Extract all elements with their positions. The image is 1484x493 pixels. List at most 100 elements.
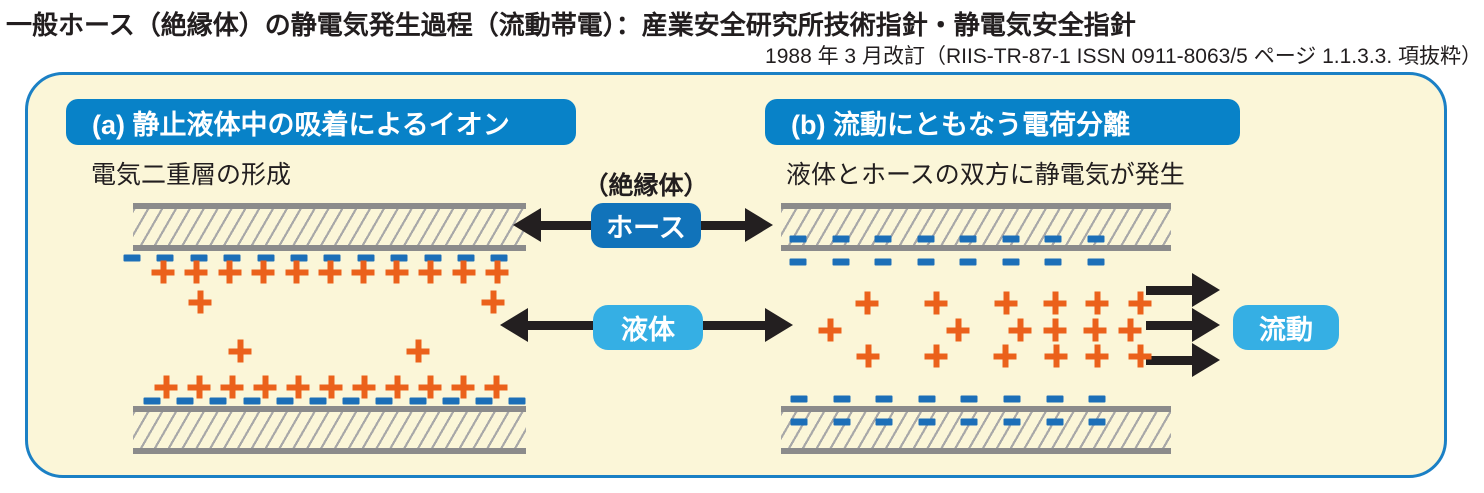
panel-b-header: (b) 流動にともなう電荷分離 bbox=[765, 99, 1240, 145]
plus-charge bbox=[1085, 344, 1109, 368]
diagram-box: (a) 静止液体中の吸着によるイオン (b) 流動にともなう電荷分離 電気二重層… bbox=[25, 72, 1447, 478]
minus-charge bbox=[123, 254, 141, 262]
hose-arrow-left-icon bbox=[513, 208, 591, 242]
arrow-head bbox=[765, 308, 793, 342]
plus-charge bbox=[1008, 318, 1032, 342]
minus-charge bbox=[176, 397, 194, 405]
plus-charge bbox=[452, 260, 476, 284]
plus-charge bbox=[385, 260, 409, 284]
minus-charge bbox=[209, 397, 227, 405]
plus-charge bbox=[251, 260, 275, 284]
arrow-shaft bbox=[541, 220, 591, 230]
minus-charge bbox=[832, 258, 849, 266]
minus-charge bbox=[442, 397, 460, 405]
plus-charge bbox=[187, 375, 211, 399]
minus-charge bbox=[1003, 395, 1021, 403]
minus-charge bbox=[1088, 395, 1106, 403]
figure-subtitle: 1988 年 3 月改訂（RIIS-TR-87-1 ISSN 0911-8063… bbox=[765, 45, 1482, 68]
minus-charge bbox=[276, 397, 294, 405]
minus-charge bbox=[1002, 258, 1019, 266]
minus-charge bbox=[457, 254, 475, 262]
plus-charge bbox=[319, 375, 343, 399]
plus-charge bbox=[418, 375, 442, 399]
minus-charge bbox=[790, 395, 808, 403]
minus-charge bbox=[508, 397, 526, 405]
minus-charge bbox=[143, 397, 161, 405]
plus-charge bbox=[818, 318, 842, 342]
minus-charge bbox=[342, 397, 360, 405]
minus-charge bbox=[1044, 258, 1062, 266]
minus-charge bbox=[409, 397, 427, 405]
plus-charge bbox=[154, 375, 178, 399]
plus-charge bbox=[253, 375, 277, 399]
liquid-badge: 液体 bbox=[593, 305, 703, 350]
figure-title: 一般ホース（絶縁体）の静電気発生過程（流動帯電）：産業安全研究所技術指針・静電気… bbox=[6, 10, 1136, 40]
plus-charge bbox=[946, 318, 970, 342]
minus-charge bbox=[960, 395, 978, 403]
plus-charge bbox=[485, 260, 509, 284]
plus-charge bbox=[352, 375, 376, 399]
plus-charge bbox=[188, 290, 212, 314]
liquid-arrow-right-icon bbox=[703, 308, 793, 342]
arrow-head bbox=[1192, 308, 1220, 342]
minus-charge bbox=[917, 258, 934, 266]
hose-arrow-right-icon bbox=[700, 208, 773, 242]
minus-charge bbox=[789, 258, 807, 266]
hose-wall-bottom-right bbox=[781, 406, 1171, 454]
plus-charge bbox=[451, 375, 475, 399]
minus-charge bbox=[190, 254, 208, 262]
minus-charge bbox=[918, 395, 936, 403]
flow-arrow-top-icon bbox=[1146, 273, 1220, 307]
plus-charge bbox=[1043, 291, 1067, 315]
minus-charge bbox=[290, 254, 308, 262]
plus-charge bbox=[228, 339, 252, 363]
plus-charge bbox=[924, 344, 948, 368]
plus-charge bbox=[1085, 291, 1109, 315]
arrow-shaft bbox=[700, 220, 745, 230]
plus-charge bbox=[993, 344, 1017, 368]
liquid-arrow-left-icon bbox=[500, 308, 593, 342]
arrow-head bbox=[513, 208, 541, 242]
minus-charge bbox=[357, 254, 375, 262]
panel-b-caption: 液体とホースの双方に静電気が発生 bbox=[786, 161, 1185, 189]
plus-charge bbox=[994, 291, 1018, 315]
minus-charge bbox=[475, 397, 493, 405]
arrow-shaft bbox=[528, 320, 593, 330]
arrow-shaft bbox=[1146, 355, 1192, 365]
flow-arrow-middle-icon bbox=[1146, 308, 1220, 342]
minus-charge bbox=[375, 397, 393, 405]
plus-charge bbox=[484, 375, 508, 399]
hose-badge: ホース bbox=[591, 203, 701, 248]
minus-charge bbox=[323, 254, 341, 262]
arrow-shaft bbox=[1146, 285, 1192, 295]
minus-charge bbox=[875, 395, 893, 403]
plus-charge bbox=[1043, 318, 1067, 342]
arrow-shaft bbox=[703, 320, 765, 330]
plus-charge bbox=[418, 260, 442, 284]
minus-charge bbox=[257, 254, 275, 262]
plus-charge bbox=[151, 260, 175, 284]
plus-charge bbox=[924, 291, 948, 315]
plus-charge bbox=[318, 260, 342, 284]
plus-charge bbox=[855, 291, 879, 315]
hose-wall-top-right bbox=[781, 203, 1171, 251]
minus-charge bbox=[309, 397, 327, 405]
plus-charge bbox=[856, 344, 880, 368]
arrow-head bbox=[1192, 273, 1220, 307]
arrow-head bbox=[745, 208, 773, 242]
minus-charge bbox=[1087, 258, 1104, 266]
minus-charge bbox=[490, 254, 508, 262]
minus-charge bbox=[874, 258, 892, 266]
minus-charge bbox=[390, 254, 408, 262]
plus-charge bbox=[286, 375, 310, 399]
minus-charge bbox=[156, 254, 174, 262]
hose-wall-top-left bbox=[133, 203, 526, 251]
minus-charge bbox=[223, 254, 241, 262]
plus-charge bbox=[218, 260, 242, 284]
plus-charge bbox=[220, 375, 244, 399]
plus-charge bbox=[351, 260, 375, 284]
minus-charge bbox=[424, 254, 442, 262]
plus-charge bbox=[1044, 344, 1068, 368]
plus-charge bbox=[385, 375, 409, 399]
